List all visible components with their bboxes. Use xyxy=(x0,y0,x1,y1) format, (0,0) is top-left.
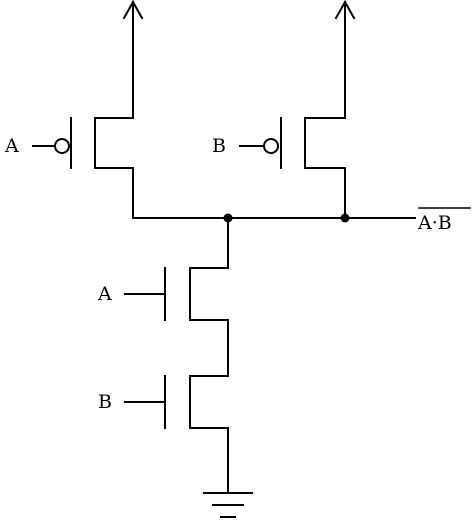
vdd-right-arrow xyxy=(334,0,356,119)
nmos-transistor-b xyxy=(124,375,229,494)
pmos-b-input-label: B xyxy=(212,135,226,157)
vdd-left-arrow xyxy=(122,0,144,119)
nmos-transistor-a xyxy=(124,217,229,377)
nmos-b-input-label: B xyxy=(98,391,112,413)
pmos-a-input-label: A xyxy=(4,135,19,157)
output-label: A·B xyxy=(417,212,452,234)
pmos-transistor-b xyxy=(239,117,346,219)
junction-dot-right xyxy=(340,213,350,223)
ground-icon xyxy=(203,492,253,518)
pmos-transistor-a xyxy=(32,117,134,219)
nmos-a-input-label: A xyxy=(97,283,112,305)
